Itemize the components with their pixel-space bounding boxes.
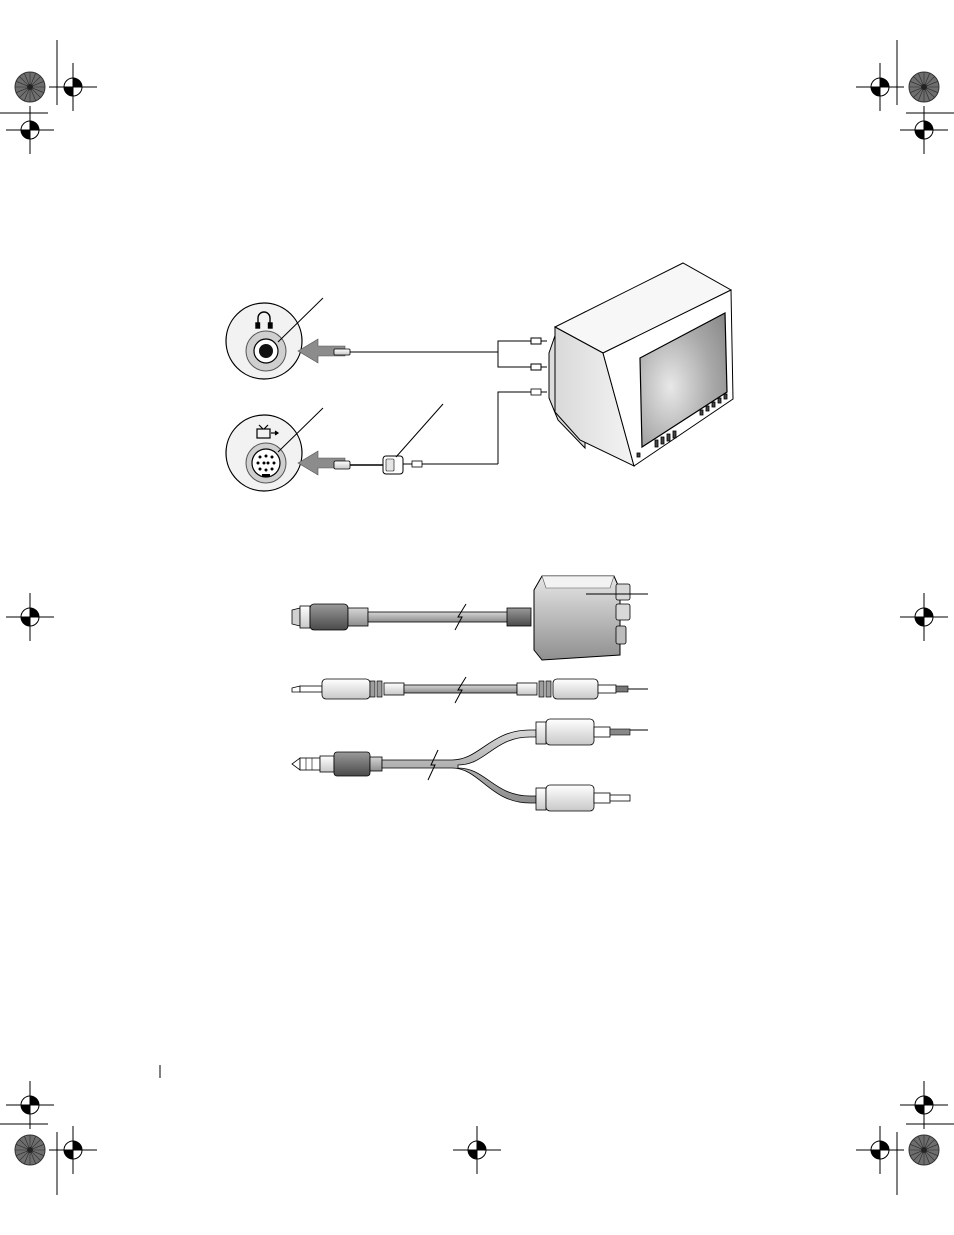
s-video-adapter-body	[534, 576, 620, 660]
color-starburst-icon	[15, 72, 45, 102]
headphone-port-callout	[226, 298, 345, 379]
stereo-audio-cable	[292, 719, 648, 811]
connection-figure	[226, 263, 733, 491]
registration-target-icon	[900, 593, 948, 641]
registration-target-icon	[453, 1126, 501, 1174]
s-video-adapter-cable	[292, 576, 648, 660]
color-starburst-icon	[909, 72, 939, 102]
tv-out-port-callout	[226, 408, 345, 491]
registration-target-icon	[6, 593, 54, 641]
registration-target-icon	[900, 1081, 948, 1129]
registration-target-icon	[49, 1126, 97, 1174]
audio-plug	[334, 349, 498, 355]
color-starburst-icon	[15, 1135, 45, 1165]
registration-target-icon	[49, 63, 97, 111]
television	[549, 263, 733, 466]
audio-splitter-lines	[498, 338, 547, 370]
cable-figure	[292, 576, 648, 811]
s-video-adapter-connection	[334, 389, 547, 474]
composite-video-cable	[292, 677, 648, 703]
registration-target-icon	[6, 1081, 54, 1129]
callout-line	[396, 404, 443, 457]
color-starburst-icon	[909, 1135, 939, 1165]
